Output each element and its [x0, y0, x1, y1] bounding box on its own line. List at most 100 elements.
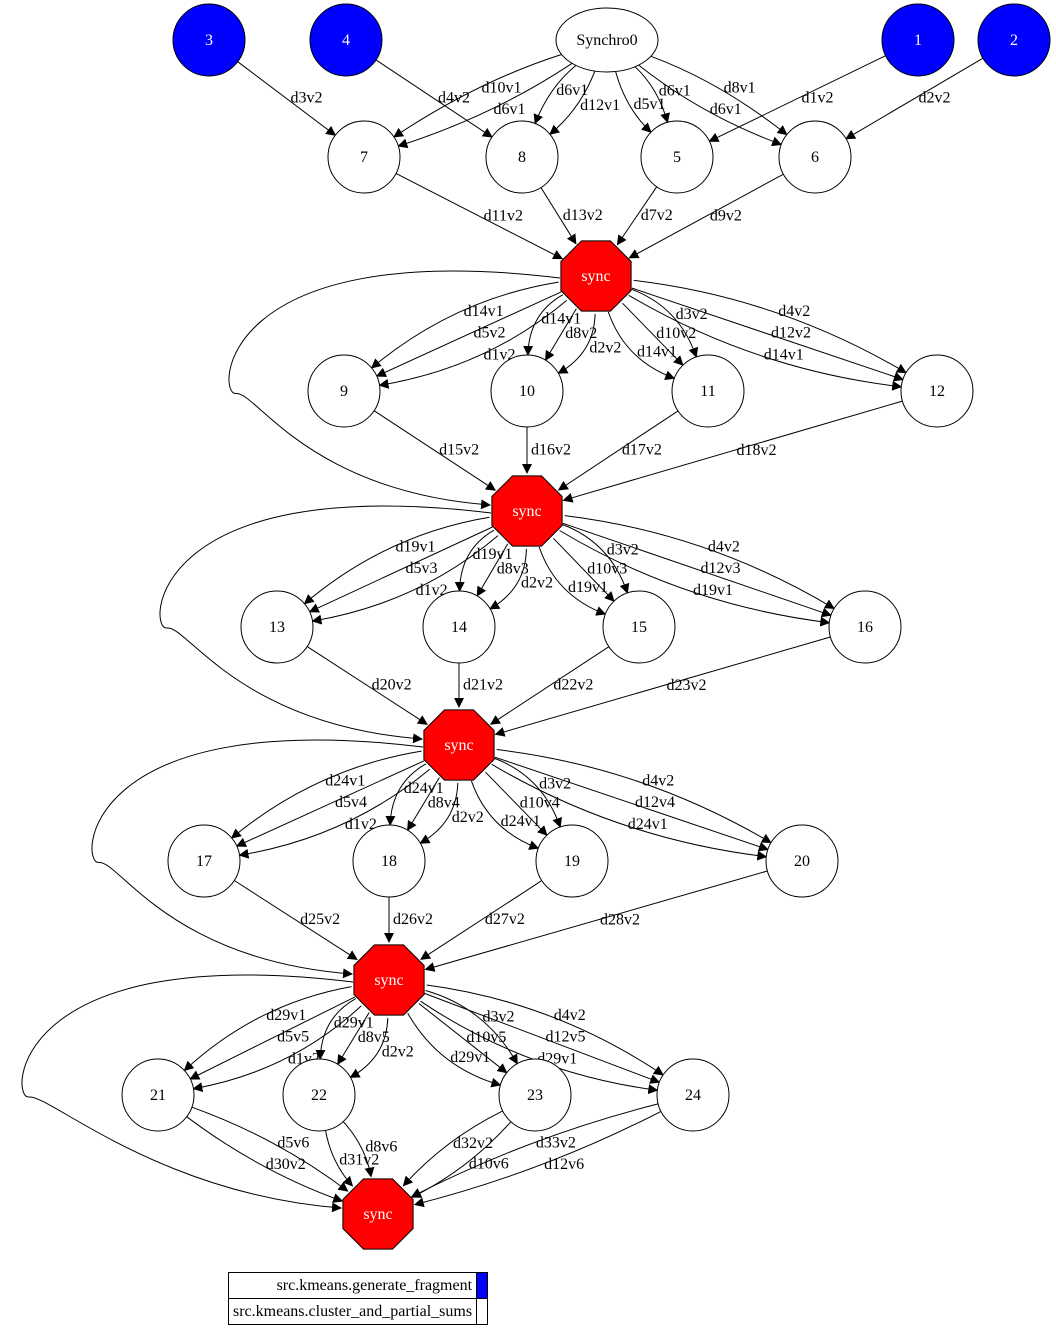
edge	[303, 516, 490, 605]
edge	[424, 992, 661, 1084]
node-label: Synchro0	[576, 32, 637, 49]
edge-label: d8v4	[428, 794, 460, 811]
edge-label: d6v1	[494, 101, 526, 118]
edge	[410, 1103, 659, 1198]
edge	[337, 1012, 370, 1066]
edge-label: d16v2	[531, 442, 571, 459]
node-label: 17	[196, 853, 212, 870]
edge-label: d13v2	[563, 207, 603, 224]
edge	[616, 186, 658, 246]
task-node: 7	[327, 120, 401, 194]
node-label: 8	[518, 149, 526, 166]
edge	[407, 1012, 502, 1088]
node-label: 4	[342, 32, 350, 49]
edge-label: d4v2	[778, 303, 810, 320]
edge	[553, 537, 615, 602]
generate-fragment-node: 2	[977, 3, 1051, 77]
edge-label: d6v1	[556, 82, 588, 99]
task-node: 13	[240, 590, 314, 664]
edge	[186, 1116, 344, 1203]
task-node: 6	[778, 120, 852, 194]
edge-label: d12v2	[771, 325, 811, 342]
edge	[191, 1106, 349, 1192]
edge	[426, 984, 664, 1076]
edge-label: d5v6	[277, 1135, 309, 1152]
task-node: 9	[307, 354, 381, 428]
edge-label: d4v2	[554, 1007, 586, 1024]
edge	[628, 173, 784, 259]
edge-label: d12v3	[701, 560, 741, 577]
edge	[650, 55, 788, 136]
edge-label: d2v2	[919, 90, 951, 107]
node-label: 2	[1010, 32, 1018, 49]
node-label: sync	[512, 503, 541, 520]
edge	[189, 996, 356, 1080]
task-node: 18	[352, 824, 426, 898]
node-label: 15	[631, 619, 647, 636]
task-node: 8	[485, 120, 559, 194]
node-label: 5	[673, 149, 681, 166]
edge-label: d1v2	[345, 816, 377, 833]
generate-fragment-node: 4	[309, 3, 383, 77]
edge-label: d31v2	[339, 1152, 379, 1169]
edge	[370, 281, 559, 369]
edge-label: d27v2	[485, 911, 525, 928]
edge	[234, 880, 358, 960]
edge	[544, 308, 577, 361]
node-label: 3	[205, 32, 213, 49]
node-label: 11	[700, 383, 715, 400]
edge-label: d29v1	[334, 1014, 374, 1031]
edge	[533, 65, 577, 125]
task-node: 21	[121, 1058, 195, 1132]
edge	[21, 974, 354, 1213]
node-label: 20	[794, 853, 810, 870]
edge-label: d3v2	[607, 542, 639, 559]
sync-node: sync	[353, 944, 425, 1016]
edge-label: d4v2	[708, 539, 740, 556]
edge-label: d10v3	[587, 560, 627, 577]
node-label: 6	[811, 149, 819, 166]
edge	[311, 535, 499, 625]
edge-label: d9v2	[710, 207, 742, 224]
edge-label: d5v3	[406, 560, 438, 577]
edge	[228, 270, 561, 510]
node-label: 14	[451, 619, 467, 636]
edge-label: d14v1	[764, 346, 804, 363]
legend-swatch	[476, 1298, 489, 1325]
edge-label: d12v1	[580, 97, 620, 114]
edge-label: d10v4	[520, 794, 560, 811]
edge-label: d2v2	[382, 1044, 414, 1061]
edge-label: d33v2	[536, 1135, 576, 1152]
edge	[557, 313, 596, 374]
edge	[494, 636, 831, 737]
node-label: 19	[564, 853, 580, 870]
task-node: 22	[282, 1058, 356, 1132]
edge-label: d12v6	[544, 1156, 584, 1173]
edge-label: d15v2	[439, 442, 479, 459]
node-label: 24	[685, 1087, 701, 1104]
edge-label: d5v4	[335, 794, 367, 811]
node-label: 23	[527, 1087, 543, 1104]
synchro-node: Synchro0	[555, 7, 659, 73]
edge-label: d2v2	[452, 809, 484, 826]
edge	[622, 302, 684, 366]
edge	[373, 410, 497, 491]
edge	[183, 986, 352, 1072]
edge-label: d20v2	[372, 677, 412, 694]
edge	[454, 529, 495, 592]
node-label: sync	[444, 737, 473, 754]
edge	[538, 546, 607, 616]
edge	[306, 646, 428, 725]
edge	[235, 760, 425, 847]
edge	[634, 66, 670, 124]
edge	[638, 64, 783, 147]
edge	[494, 756, 769, 852]
edge	[615, 71, 652, 133]
edge	[489, 548, 527, 610]
edge	[91, 739, 424, 979]
task-node: 24	[656, 1058, 730, 1132]
edge	[540, 187, 577, 245]
sync-node: sync	[560, 240, 632, 312]
generate-fragment-node: 1	[881, 3, 955, 77]
edge	[562, 400, 903, 503]
